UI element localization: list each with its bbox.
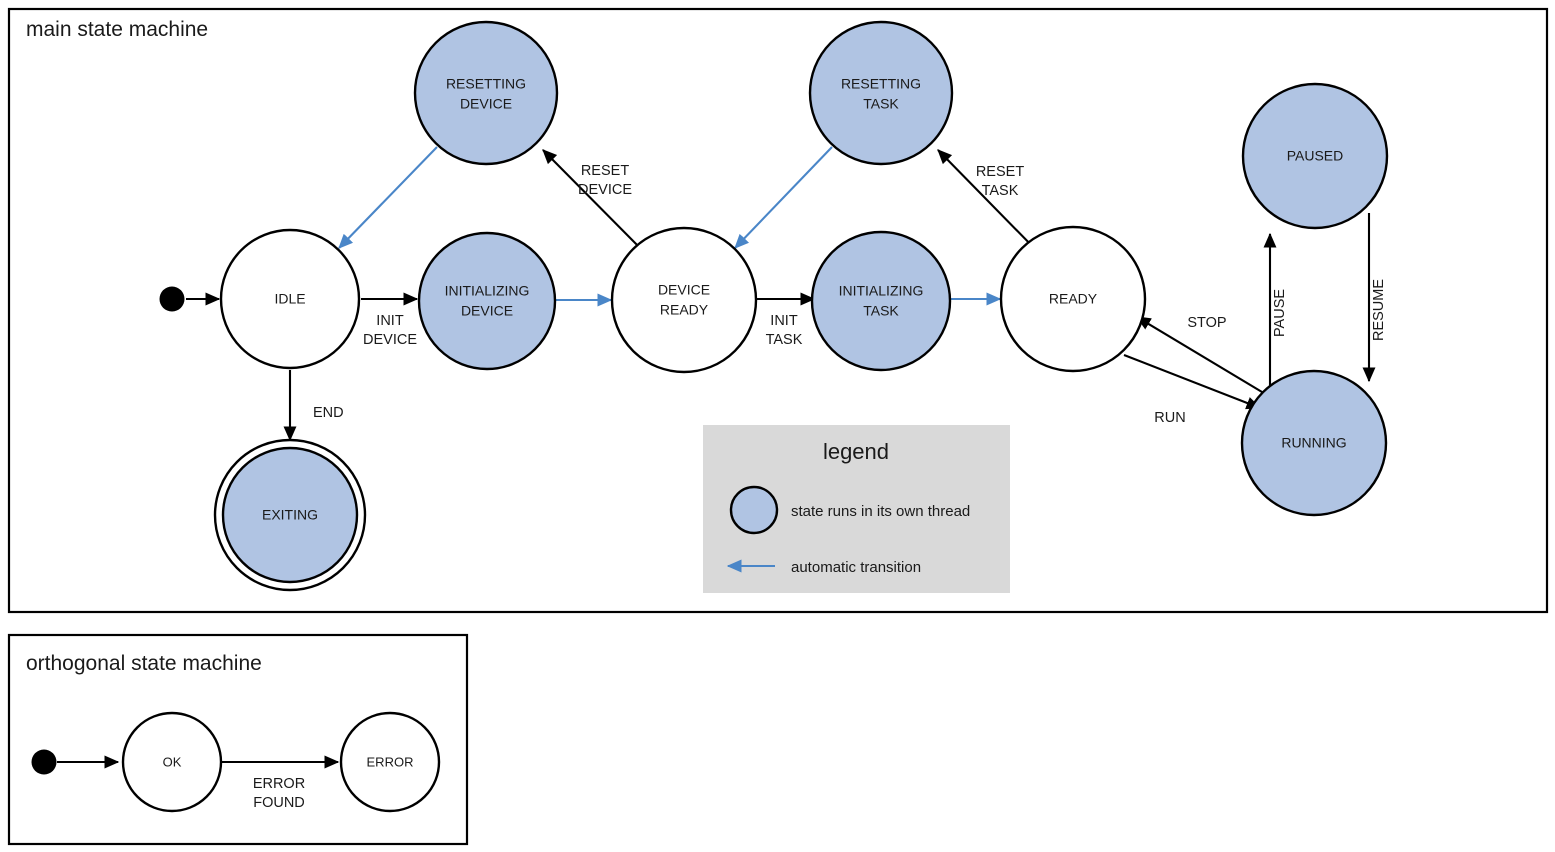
transition-running-to-ready <box>1135 316 1263 393</box>
state-circle-resetting-task[interactable] <box>808 20 954 166</box>
transition-label-error-found-2: FOUND <box>253 795 305 811</box>
state-circle-initializing-device[interactable] <box>417 231 557 371</box>
transition-label-resume: RESUME <box>1371 279 1387 341</box>
state-label-initializing-device-1: INITIALIZING <box>445 283 530 299</box>
state-node-initializing-task[interactable]: INITIALIZING TASK <box>810 230 952 372</box>
legend-auto-text: automatic transition <box>791 559 921 576</box>
state-label-paused: PAUSED <box>1287 148 1344 164</box>
state-node-device-ready[interactable]: DEVICE READY <box>610 226 758 374</box>
transition-label-stop: STOP <box>1187 315 1226 331</box>
state-label-device-ready-1: DEVICE <box>658 282 710 298</box>
state-circle-resetting-device[interactable] <box>413 20 559 166</box>
state-circle-idle[interactable] <box>219 228 361 370</box>
state-label-error: ERROR <box>367 754 414 769</box>
legend-thread-circle-icon <box>729 485 779 535</box>
state-circle-running[interactable] <box>1240 369 1388 517</box>
state-label-ready: READY <box>1049 291 1098 307</box>
state-node-resetting-device[interactable]: RESETTING DEVICE <box>413 20 559 166</box>
states-layer: IDLE RESETTING DEVICE INITIALIZING DEVIC… <box>159 20 1389 592</box>
orthogonal-frame-title: orthogonal state machine <box>26 652 262 675</box>
transition-label-init-task-2: TASK <box>766 332 803 348</box>
orthogonal-state-machine-frame: orthogonal state machine ERROR FOUND OK … <box>7 633 469 846</box>
legend-title: legend <box>823 439 889 464</box>
state-label-resetting-device-2: DEVICE <box>460 96 512 112</box>
main-frame-title: main state machine <box>26 18 208 41</box>
state-label-resetting-task-1: RESETTING <box>841 76 921 92</box>
state-node-exiting[interactable]: EXITING <box>213 438 367 592</box>
state-label-exiting: EXITING <box>262 507 318 523</box>
transitions-layer: INIT DEVICE END RESET DEVICE INIT TASK R… <box>186 146 1387 442</box>
transition-label-reset-task-2: TASK <box>982 183 1019 199</box>
state-node-ready[interactable]: READY <box>999 225 1147 373</box>
state-circle-ok[interactable] <box>121 711 223 813</box>
state-circle-exiting[interactable] <box>221 446 359 584</box>
state-circle-ready[interactable] <box>999 225 1147 373</box>
legend: legend state runs in its own thread auto… <box>703 425 1010 593</box>
state-circle-paused[interactable] <box>1241 82 1389 230</box>
state-node-initializing-device[interactable]: INITIALIZING DEVICE <box>417 231 557 371</box>
transition-resetting-task-to-device-ready <box>734 146 833 249</box>
transition-ready-to-running <box>1123 354 1262 410</box>
state-label-initializing-task-2: TASK <box>863 303 899 319</box>
state-circle-device-ready[interactable] <box>610 226 758 374</box>
state-node-resetting-task[interactable]: RESETTING TASK <box>808 20 954 166</box>
legend-thread-text: state runs in its own thread <box>791 503 970 520</box>
state-label-device-ready-2: READY <box>660 302 709 318</box>
transition-label-run: RUN <box>1154 410 1185 426</box>
state-node-ok[interactable]: OK <box>121 711 223 813</box>
state-label-ok: OK <box>163 754 182 769</box>
state-node-idle[interactable]: IDLE <box>219 228 361 370</box>
initial-state-dot-main <box>159 286 185 312</box>
transition-device-ready-to-resetting-device <box>542 149 646 254</box>
state-label-initializing-task-1: INITIALIZING <box>839 283 924 299</box>
transition-label-reset-device-1: RESET <box>581 163 629 179</box>
transition-label-error-found-1: ERROR <box>253 776 305 792</box>
transition-resetting-device-to-idle <box>338 146 438 249</box>
transition-label-reset-device-2: DEVICE <box>578 182 632 198</box>
state-label-resetting-task-2: TASK <box>863 96 899 112</box>
transition-label-end: END <box>313 405 344 421</box>
transition-label-init-device-2: DEVICE <box>363 332 417 348</box>
state-circle-error[interactable] <box>339 711 441 813</box>
state-node-running[interactable]: RUNNING <box>1240 369 1388 517</box>
transition-label-init-device-1: INIT <box>376 313 404 329</box>
initial-state-dot-orthogonal <box>31 749 57 775</box>
transition-label-pause: PAUSE <box>1272 289 1288 337</box>
state-label-initializing-device-2: DEVICE <box>461 303 513 319</box>
state-label-running: RUNNING <box>1281 435 1346 451</box>
state-circle-initializing-task[interactable] <box>810 230 952 372</box>
transition-label-init-task-1: INIT <box>770 313 798 329</box>
state-node-paused[interactable]: PAUSED <box>1241 82 1389 230</box>
transition-label-reset-task-1: RESET <box>976 164 1024 180</box>
transition-ready-to-resetting-task <box>937 149 1040 254</box>
state-label-idle: IDLE <box>274 291 305 307</box>
state-label-resetting-device-1: RESETTING <box>446 76 526 92</box>
state-node-error[interactable]: ERROR <box>339 711 441 813</box>
